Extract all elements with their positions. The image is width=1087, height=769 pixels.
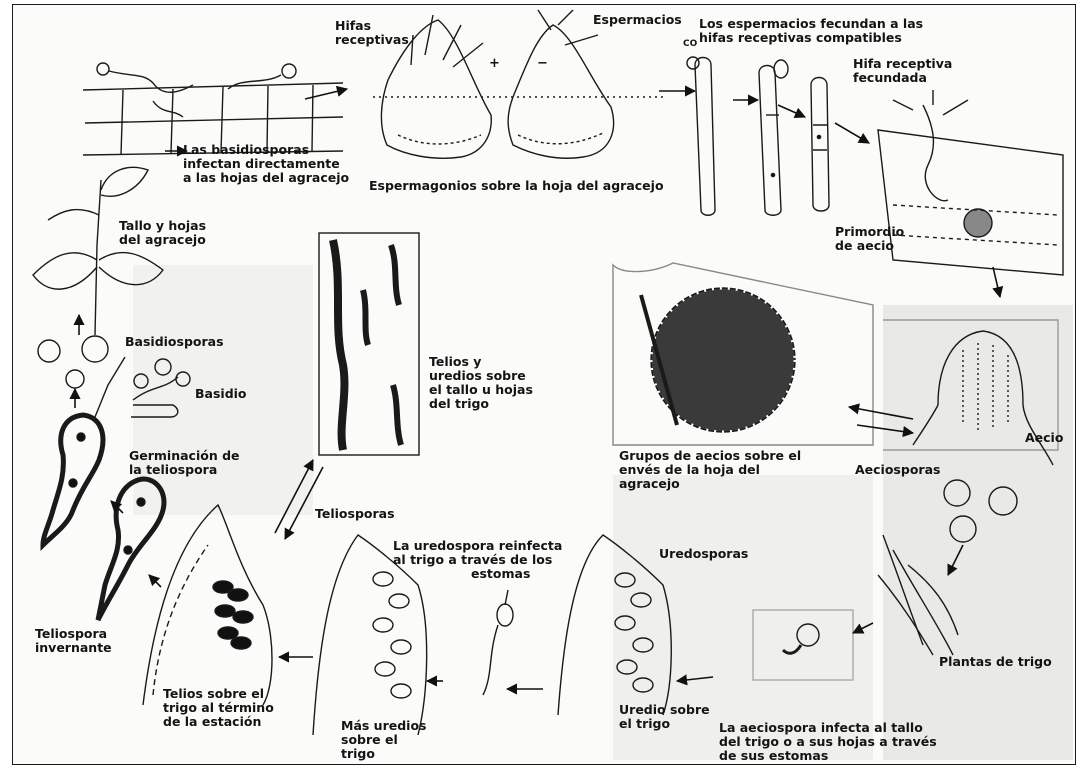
aecium-primordium-illustration xyxy=(878,90,1063,275)
telia-sorus-illustration xyxy=(143,505,272,705)
hyphae-illustration xyxy=(687,57,829,215)
label-hifa-fecundada: Hifa receptiva fecundada xyxy=(853,57,952,85)
label-espermacios: Espermacios xyxy=(593,13,682,27)
label-aeciospora-infecta: La aeciospora infecta al tallo del trigo… xyxy=(719,721,937,763)
label-grupos-aecios: Grupos de aecios sobre el envés de la ho… xyxy=(619,449,801,491)
label-uredosporas: Uredosporas xyxy=(659,547,748,561)
background-bleed xyxy=(133,265,1073,760)
wheat-stem-illustration xyxy=(319,233,419,455)
label-mas-uredios: Más uredios sobre el trigo xyxy=(341,719,426,761)
label-espermagonios: Espermagonios sobre la hoja del agracejo xyxy=(369,179,664,193)
label-teliospora-invernante: Teliospora invernante xyxy=(35,627,112,655)
label-germinacion: Germinación de la teliospora xyxy=(129,449,240,477)
minus-sign: − xyxy=(537,56,548,71)
label-hifas-receptivas: Hifas receptivas xyxy=(335,19,409,47)
spermogonia-illustration xyxy=(373,10,663,158)
life-cycle-illustration: + − xyxy=(13,5,1076,765)
diagram-frame: + − Hifas receptivas Espermacios CO Los … xyxy=(12,4,1076,765)
plus-sign: + xyxy=(489,56,500,71)
label-basidiosporas: Basidiosporas xyxy=(125,335,224,349)
label-telios-termino: Telios sobre el trigo al término de la e… xyxy=(163,687,274,729)
label-tallo-hojas: Tallo y hojas del agracejo xyxy=(119,219,206,247)
label-basidiosporas-infectan: Las basidiosporas infectan directamente … xyxy=(183,143,349,185)
label-plantas-trigo: Plantas de trigo xyxy=(939,655,1052,669)
label-primordio: Primordio de aecio xyxy=(835,225,904,253)
label-basidio: Basidio xyxy=(195,387,247,401)
label-aeciosporas: Aeciosporas xyxy=(855,463,940,477)
aecial-cluster-illustration xyxy=(613,263,873,445)
label-espermacios-fecundan: Los espermacios fecundan a las hifas rec… xyxy=(699,17,923,45)
reinfection-illustration xyxy=(483,590,513,695)
label-telios-uredios: Telios y uredios sobre el tallo u hojas … xyxy=(429,355,533,411)
label-uredio-trigo: Uredio sobre el trigo xyxy=(619,703,710,731)
label-uredospora-reinfecta: La uredospora reinfecta al trigo a travé… xyxy=(393,539,562,581)
label-aecio: Aecio xyxy=(1025,431,1063,445)
label-con-fragment: CO xyxy=(683,37,697,51)
label-teliosporas: Teliosporas xyxy=(315,507,395,521)
